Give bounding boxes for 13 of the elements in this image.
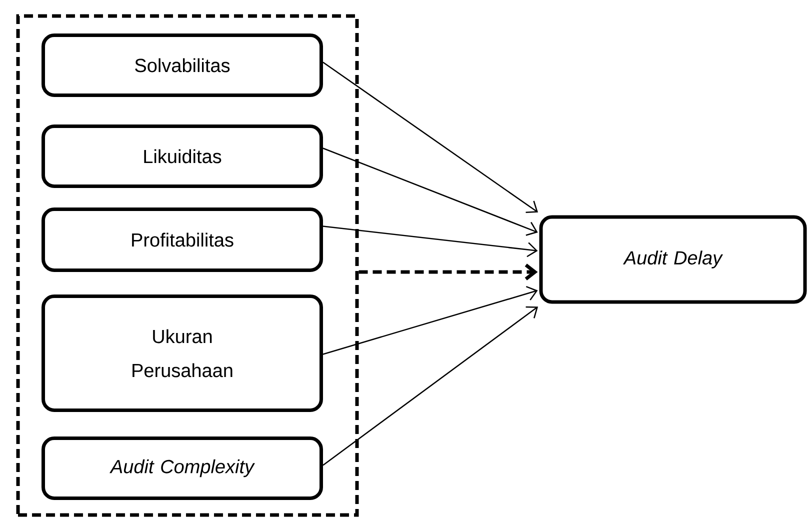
process-box: Likuiditas [42,124,323,188]
arrow [322,226,538,258]
arrow [322,286,538,355]
process-box: Solvabilitas [42,34,323,97]
dashed-group-frame [16,14,359,517]
arrow [322,306,538,466]
arrow [322,62,538,213]
arrow [322,148,538,236]
process-box: Ukuran Perusahaan [42,294,323,412]
dashed-arrow [358,264,538,280]
process-box: Audit Delay [539,215,807,304]
process-box: Profitabilitas [42,208,323,272]
process-box: Audit Complexity [42,436,323,500]
